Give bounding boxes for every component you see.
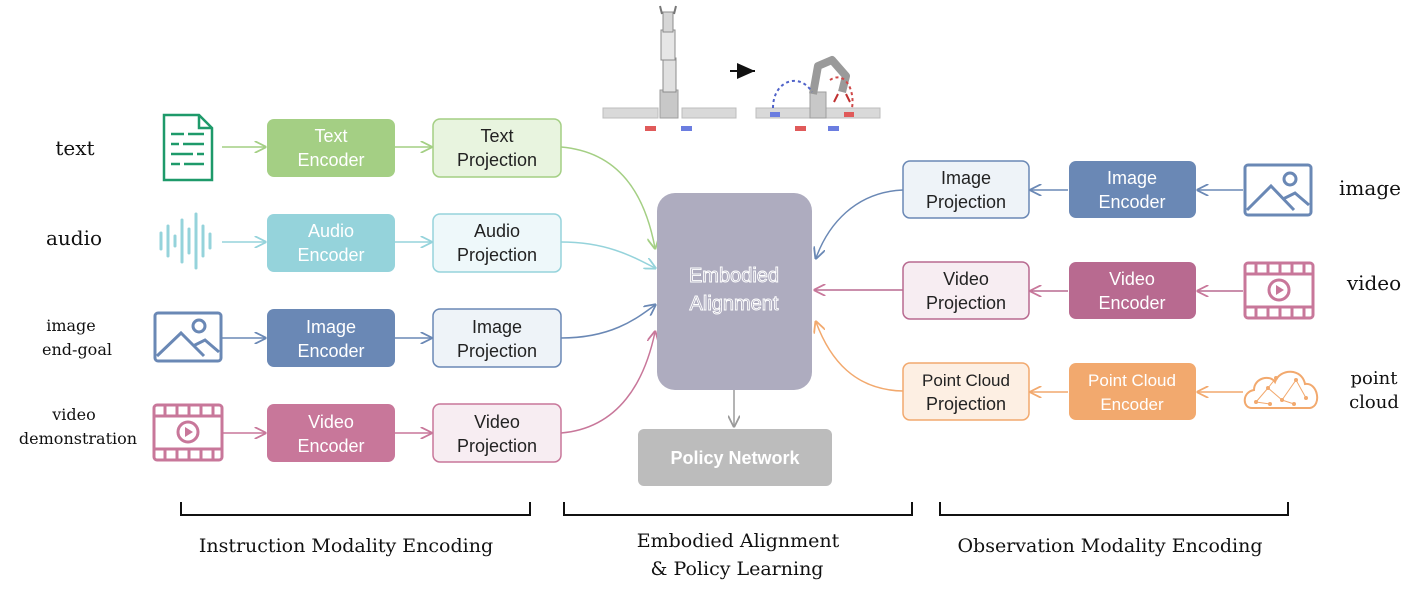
right-image-encoder-line1: Image [1107, 168, 1157, 188]
right-image-projection-line2: Projection [926, 192, 1006, 212]
audio-waveform-icon [159, 212, 212, 270]
video-encoder-box: Video Encoder [267, 404, 395, 462]
audio-encoder-line2: Encoder [297, 245, 364, 265]
text-projection-box: Text Projection [432, 118, 562, 178]
video-encoder-line1: Video [308, 412, 354, 432]
right-input-label-image: image [1339, 176, 1401, 200]
robot-end-pose [755, 56, 881, 131]
document-icon [162, 113, 214, 182]
image-projection-line1: Image [472, 317, 522, 337]
right-image-projection-line1: Image [941, 168, 991, 188]
arrow-video-projection-to-alignment [560, 332, 655, 434]
policy-network-label: Policy Network [670, 448, 800, 468]
arrow-audio-projection-to-alignment [560, 241, 655, 268]
text-projection-line1: Text [480, 126, 513, 146]
input-label-audio: audio [46, 226, 102, 250]
bracket-instruction [180, 502, 531, 516]
section-label-alignment-line1: Embodied Alignment [637, 530, 840, 552]
text-encoder-box: Text Encoder [267, 119, 395, 177]
right-video-projection-box: Video Projection [902, 261, 1030, 320]
text-encoder-line2: Encoder [297, 150, 364, 170]
robot-start-pose [602, 5, 737, 131]
image-projection-box: Image Projection [432, 308, 562, 368]
section-label-alignment-line2: & Policy Learning [651, 558, 824, 580]
point-cloud-icon [1243, 370, 1319, 409]
right-image-projection-box: Image Projection [902, 160, 1030, 219]
audio-encoder-box: Audio Encoder [267, 214, 395, 272]
right-pointcloud-encoder-box: Point Cloud Encoder [1069, 363, 1196, 420]
right-input-label-pointcloud-line2: cloud [1349, 392, 1399, 413]
bracket-observation [939, 502, 1289, 516]
text-encoder-line1: Text [314, 126, 347, 146]
input-label-video-line1: video [51, 405, 96, 424]
arrow-right-pointcloud-projection-to-alignment [816, 322, 904, 392]
text-projection-line2: Projection [457, 150, 537, 170]
audio-encoder-line1: Audio [308, 221, 354, 241]
right-image-encoder-line2: Encoder [1098, 192, 1165, 212]
audio-projection-line2: Projection [457, 245, 537, 265]
image-encoder-box: Image Encoder [267, 309, 395, 367]
right-input-label-video: video [1346, 271, 1401, 295]
input-label-video-line2: demonstration [19, 429, 137, 448]
image-encoder-line1: Image [306, 317, 356, 337]
video-projection-box: Video Projection [432, 403, 562, 463]
video-projection-line2: Projection [457, 436, 537, 456]
image-projection-line2: Projection [457, 341, 537, 361]
image-encoder-line2: Encoder [297, 341, 364, 361]
embodied-alignment-line2: Alignment [690, 293, 779, 315]
right-pointcloud-encoder-line2: Encoder [1100, 395, 1164, 414]
right-input-label-pointcloud-line1: point [1351, 368, 1399, 389]
right-video-encoder-box: Video Encoder [1069, 262, 1196, 319]
right-video-projection-line1: Video [943, 269, 989, 289]
input-label-image-line1: image [46, 316, 96, 335]
bracket-alignment [563, 502, 913, 516]
right-video-encoder-line2: Encoder [1098, 293, 1165, 313]
embodied-alignment-line1: Embodied [689, 265, 779, 287]
right-image-encoder-box: Image Encoder [1069, 161, 1196, 218]
right-pointcloud-encoder-line1: Point Cloud [1088, 371, 1176, 390]
right-image-icon [1243, 163, 1313, 217]
image-icon [153, 311, 223, 363]
right-pointcloud-projection-line2: Projection [926, 394, 1006, 414]
right-video-encoder-line1: Video [1109, 269, 1155, 289]
arrow-text-projection-to-alignment [560, 146, 655, 248]
embodied-alignment-box: Embodied Alignment [657, 193, 812, 390]
video-film-icon [152, 403, 224, 462]
right-video-projection-line2: Projection [926, 293, 1006, 313]
section-label-instruction: Instruction Modality Encoding [199, 535, 493, 557]
right-pointcloud-projection-box: Point Cloud Projection [902, 362, 1030, 421]
right-video-film-icon [1243, 261, 1315, 320]
robot-illustration [602, 5, 881, 131]
section-label-observation: Observation Modality Encoding [957, 535, 1262, 557]
audio-projection-box: Audio Projection [432, 213, 562, 273]
video-encoder-line2: Encoder [297, 436, 364, 456]
input-label-text: text [55, 136, 94, 160]
input-label-image-line2: end-goal [42, 340, 112, 359]
video-projection-line1: Video [474, 412, 520, 432]
arrow-image-projection-to-alignment [560, 305, 655, 339]
right-pointcloud-projection-line1: Point Cloud [922, 371, 1010, 390]
arrow-right-image-projection-to-alignment [816, 189, 904, 258]
policy-network-box: Policy Network [638, 429, 832, 486]
audio-projection-line1: Audio [474, 221, 520, 241]
